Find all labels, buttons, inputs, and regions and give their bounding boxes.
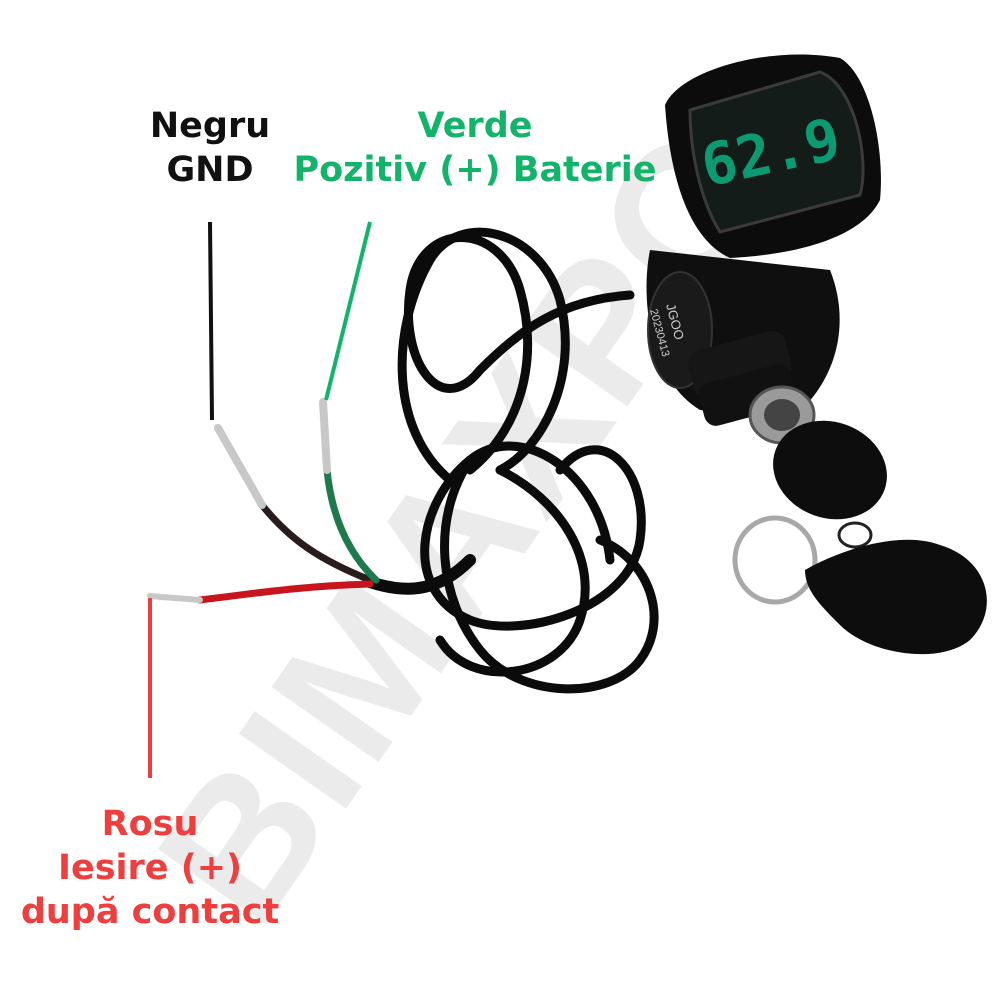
black-leader-line xyxy=(208,221,214,421)
red-wire-terminal xyxy=(147,593,203,603)
green-wire xyxy=(323,466,380,584)
cable-coil xyxy=(397,227,659,694)
green-wire-label: Verde Pozitiv (+) Baterie xyxy=(290,104,660,192)
green-leader-line xyxy=(324,221,372,401)
black-wire xyxy=(258,501,374,584)
red-wire-function-line1: Iesire (+) xyxy=(57,848,243,888)
red-wire-label: Rosu Iesire (+) după contact xyxy=(0,802,300,934)
red-wire-color-name: Rosu xyxy=(101,804,199,844)
key-switch-device: JGOO 20230413 xyxy=(646,250,840,445)
black-wire-terminal xyxy=(214,424,266,509)
black-wire-label: Negru GND xyxy=(110,104,310,192)
red-wire xyxy=(196,580,374,604)
green-wire-function: Pozitiv (+) Baterie xyxy=(293,150,657,190)
black-wire-function: GND xyxy=(166,150,254,190)
main-cable xyxy=(364,554,476,595)
green-wire-terminal xyxy=(319,398,331,474)
key xyxy=(732,420,987,655)
voltmeter-head: 62.9 xyxy=(665,54,881,259)
black-wire-color-name: Negru xyxy=(149,106,271,146)
green-wire-color-name: Verde xyxy=(417,106,533,146)
red-wire-function-line2: după contact xyxy=(20,892,280,932)
